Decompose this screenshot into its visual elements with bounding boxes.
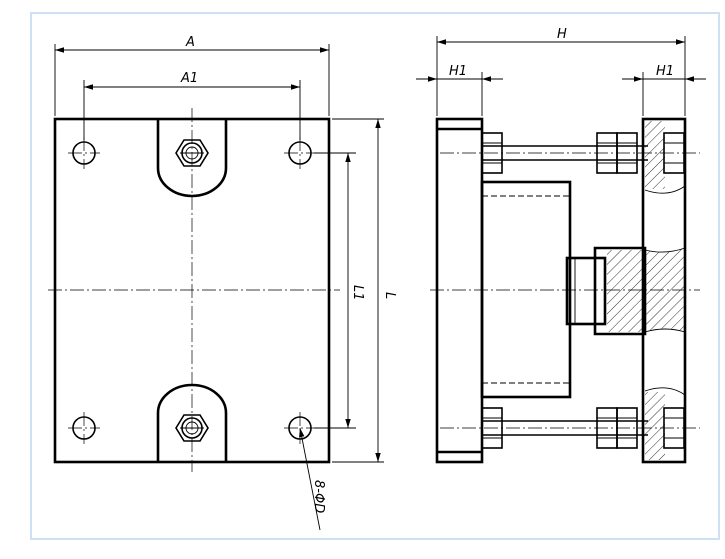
lower-left-nut [481, 407, 503, 449]
dimension-l-label: L [382, 292, 397, 299]
dimension-h1-right-label: H1 [656, 64, 674, 79]
dimension-l1-label: L1 [350, 285, 365, 301]
dimension-h1-left-label: H1 [449, 64, 467, 79]
dimension-a1-label: A1 [180, 71, 198, 86]
dimension-a1: A1 [83, 71, 301, 140]
top-lug-notch [156, 119, 228, 198]
dimension-l: L [332, 118, 397, 463]
hole-callout: 8-ΦD [299, 427, 326, 531]
dimension-h1-left: H1 [416, 64, 503, 116]
left-base-plate [435, 117, 484, 464]
bottom-lug-notch [156, 383, 228, 462]
dimension-a-label: A [185, 35, 195, 50]
upper-left-nut [481, 132, 503, 174]
dimension-h1-right: H1 [622, 64, 706, 116]
top-nut [175, 139, 209, 167]
hole-callout-label: 8-ΦD [311, 480, 326, 513]
bottom-nut [175, 414, 209, 442]
sheet-border [30, 12, 720, 540]
hole-top-left [68, 137, 100, 169]
dimension-h-label: H [557, 27, 567, 42]
load-button [565, 246, 647, 336]
hole-bottom-left [68, 412, 100, 444]
dimension-a: A [54, 35, 330, 116]
lower-right-nuts [596, 407, 685, 449]
dimension-l1: L1 [314, 152, 365, 429]
front-view: A A1 L1 L 8-ΦD [48, 35, 397, 531]
dimension-h: H [436, 27, 686, 116]
right-top-plate [641, 117, 687, 464]
side-view: H H1 H1 [416, 27, 706, 464]
hole-top-right [284, 137, 316, 169]
hole-bottom-right [284, 412, 316, 444]
load-cell-body [480, 180, 572, 399]
